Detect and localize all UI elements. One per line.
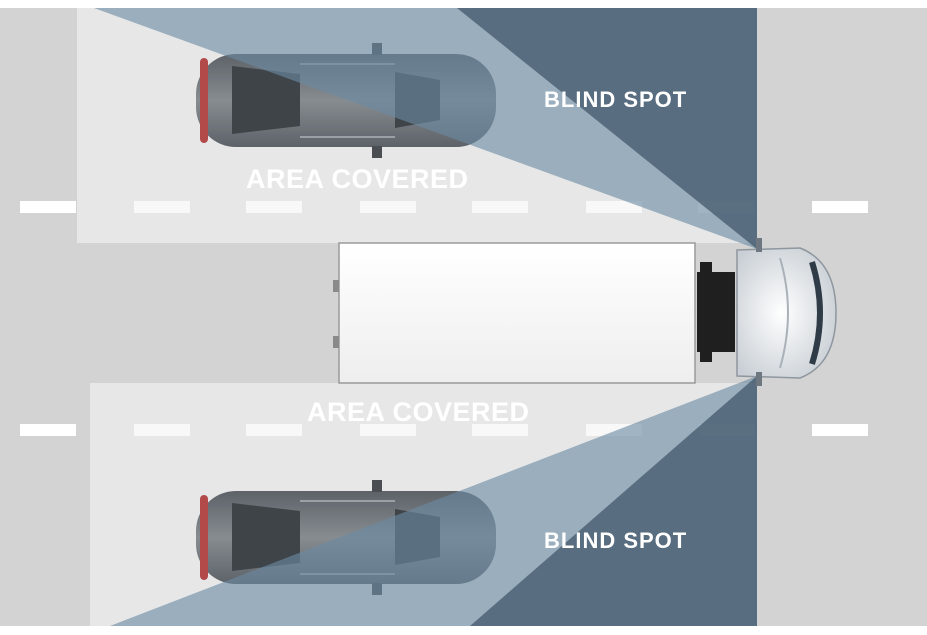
truck-coupling	[697, 262, 735, 362]
truck-trailer	[333, 243, 695, 383]
area-covered-label-bottom: AREA COVERED	[307, 399, 530, 426]
area-covered-label-top: AREA COVERED	[246, 166, 469, 193]
blind-spot-label-bottom: BLIND SPOT	[544, 530, 687, 552]
blind-spot-label-top: BLIND SPOT	[544, 89, 687, 111]
